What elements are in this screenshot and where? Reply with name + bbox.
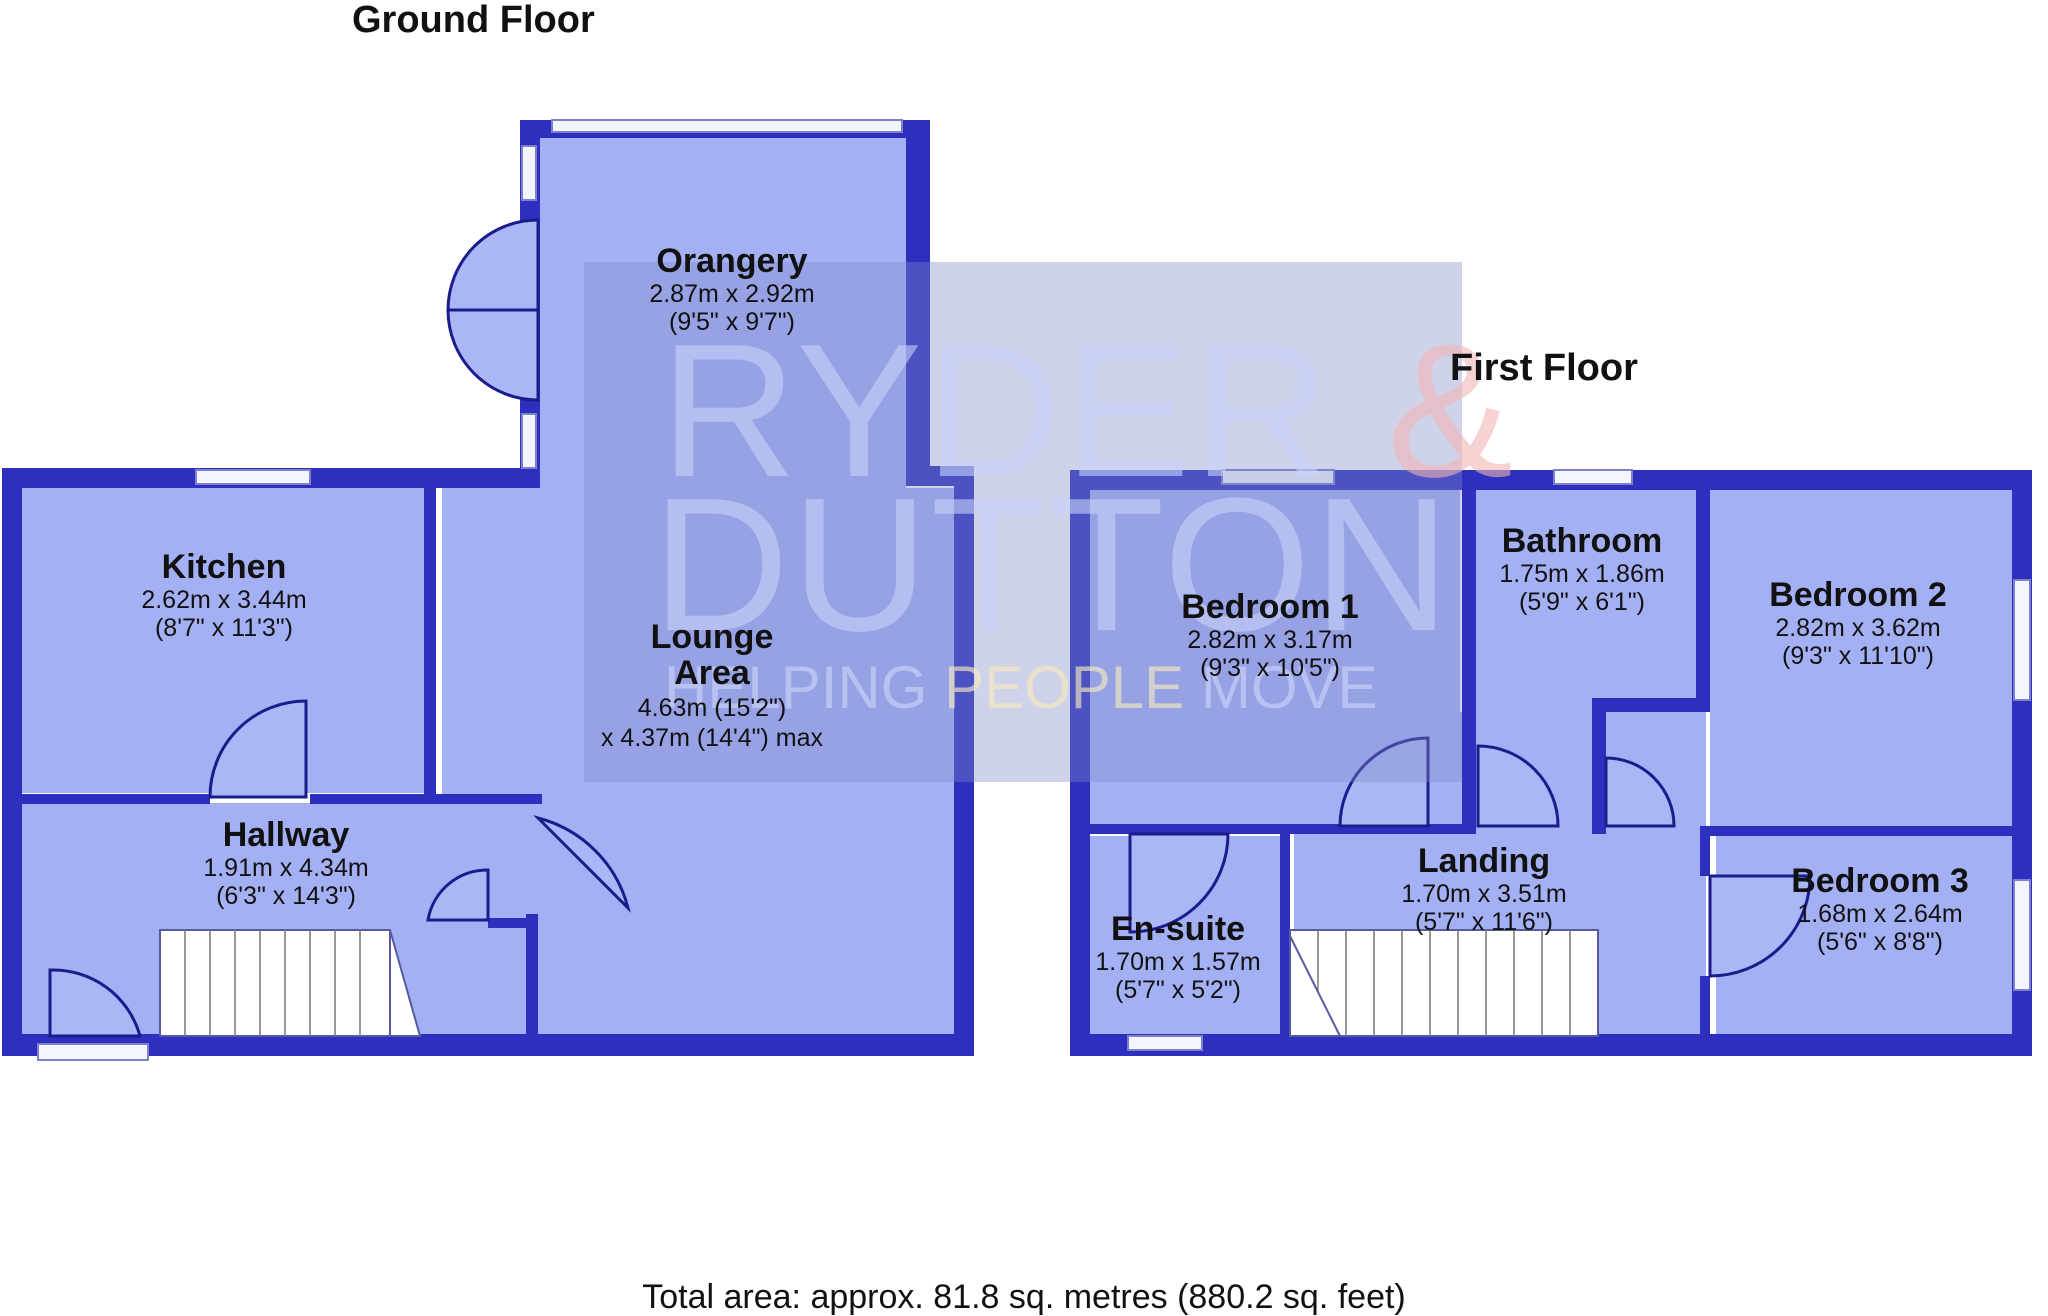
bedroom2-door <box>1604 756 1676 828</box>
ground-floor-doors <box>48 218 631 1038</box>
first-floor-windows <box>1127 469 2031 1051</box>
lounge-name: Lounge <box>651 618 774 656</box>
lounge-name-line2: Area <box>674 654 751 692</box>
landing-dims-metric: 1.70m x 3.51m <box>1401 880 1566 908</box>
bedroom2-name: Bedroom 2 <box>1769 576 1947 614</box>
kitchen-door <box>208 699 308 799</box>
landing-name: Landing <box>1418 842 1550 880</box>
ground-floor-windows <box>37 119 903 1061</box>
agent-watermark: RYDER & DUTTON HELPING PEOPLE MOVE <box>584 262 1515 782</box>
hallway-dims-imperial: (6'3" x 14'3") <box>216 882 356 910</box>
kitchen-name: Kitchen <box>162 548 287 586</box>
bedroom2-window <box>2013 579 2031 701</box>
orangery-side-window-upper <box>521 145 537 201</box>
bedroom3-dims-imperial: (5'6" x 8'8") <box>1817 928 1943 956</box>
front-door <box>48 968 142 1038</box>
watermark-line1: RYDER & <box>660 305 1515 517</box>
orangery-top-window <box>551 119 903 133</box>
watermark-line2: DUTTON <box>652 459 1452 671</box>
bedroom2-floor <box>1710 490 2014 828</box>
first-floor-title: First Floor <box>1450 347 1638 389</box>
orangery-side-window-lower <box>521 413 537 469</box>
bedroom1-name: Bedroom 1 <box>1181 588 1359 626</box>
ground-floor-room-labels: Orangery 2.87m x 2.92m (9'5" x 9'7") Kit… <box>141 242 823 910</box>
ground-floor-staircase <box>159 929 422 1037</box>
first-floor <box>1070 469 2032 1056</box>
bedroom1-dims-metric: 2.82m x 3.17m <box>1187 626 1352 654</box>
bedroom1-window <box>1221 469 1335 485</box>
hallway-dims-metric: 1.91m x 4.34m <box>203 854 368 882</box>
ground-floor-title: Ground Floor <box>352 0 595 41</box>
bedroom3-dims-metric: 1.68m x 2.64m <box>1797 900 1962 928</box>
orangery-floor <box>540 134 906 496</box>
watermark-tagline: HELPING PEOPLE MOVE <box>664 654 1378 721</box>
lounge-door <box>533 815 631 913</box>
bedroom3-window <box>2013 879 2031 991</box>
orangery-dims-metric: 2.87m x 2.92m <box>649 280 814 308</box>
bathroom-dims-imperial: (5'9" x 6'1") <box>1519 588 1645 616</box>
kitchen-dims-metric: 2.62m x 3.44m <box>141 586 306 614</box>
first-floor-staircase <box>1289 929 1599 1037</box>
kitchen-dims-imperial: (8'7" x 11'3") <box>155 614 293 642</box>
bedroom3-door <box>1708 874 1812 978</box>
first-floor-room-labels: Bedroom 1 2.82m x 3.17m (9'3" x 10'5") B… <box>1095 522 1968 1004</box>
bedroom2-dims-imperial: (9'3" x 11'10") <box>1782 642 1934 670</box>
floor-titles: Ground Floor First Floor <box>352 0 1638 389</box>
hallway-name: Hallway <box>223 816 350 854</box>
first-floor-doors <box>1128 736 1812 978</box>
bathroom-window <box>1553 469 1633 485</box>
orangery-french-door-upper <box>446 218 540 312</box>
lounge-dims-line2: x 4.37m (14'4") max <box>601 724 824 752</box>
orangery-french-door-lower <box>446 308 540 402</box>
ensuite-name: En-suite <box>1111 910 1245 948</box>
bedroom1-dims-imperial: (9'3" x 10'5") <box>1200 654 1340 682</box>
front-door-threshold <box>37 1043 149 1061</box>
lounge-dims-line1: 4.63m (15'2") <box>638 694 786 722</box>
cupboard-door <box>426 868 490 922</box>
ensuite-window <box>1127 1035 1203 1051</box>
bathroom-door <box>1476 744 1560 828</box>
ensuite-dims-imperial: (5'7" x 5'2") <box>1115 976 1241 1004</box>
ensuite-dims-metric: 1.70m x 1.57m <box>1095 948 1260 976</box>
bedroom2-dims-metric: 2.82m x 3.62m <box>1775 614 1940 642</box>
ensuite-door <box>1128 832 1230 934</box>
bedroom1-door <box>1338 736 1430 828</box>
ground-floor <box>2 119 974 1061</box>
orangery-dims-imperial: (9'5" x 9'7") <box>669 308 795 336</box>
orangery-name: Orangery <box>656 242 807 280</box>
bedroom3-name: Bedroom 3 <box>1791 862 1969 900</box>
total-area: Total area: approx. 81.8 sq. metres (880… <box>642 1278 1406 1316</box>
landing-dims-imperial: (5'7" x 11'6") <box>1415 908 1553 936</box>
kitchen-window <box>195 469 311 485</box>
bathroom-dims-metric: 1.75m x 1.86m <box>1499 560 1664 588</box>
watermark-panel <box>584 262 1462 782</box>
bathroom-name: Bathroom <box>1502 522 1663 560</box>
